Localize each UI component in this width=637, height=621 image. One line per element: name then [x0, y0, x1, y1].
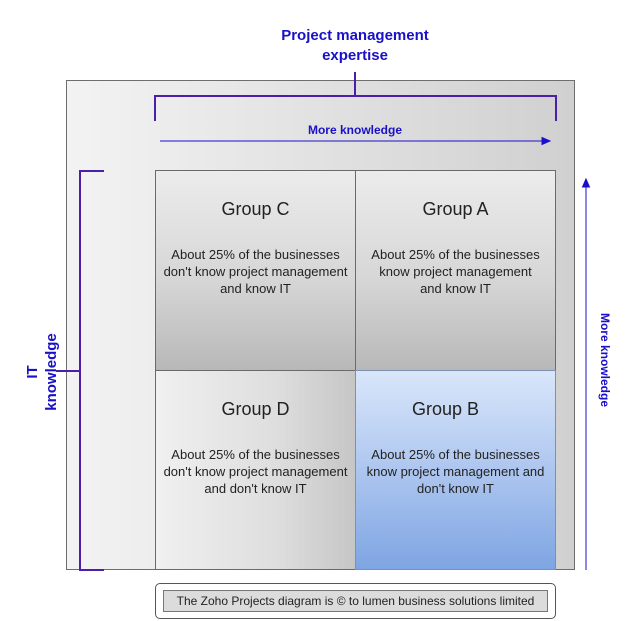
quadrant-title: Group D: [221, 399, 290, 419]
quadrant-title: Group C: [221, 199, 290, 219]
quadrant-description: About 25% of the businesses don't know p…: [163, 247, 348, 296]
quadrant-group-a: Group A About 25% of the businesses know…: [355, 170, 556, 371]
quadrant-title: Group A: [422, 199, 489, 219]
right-knowledge-arrow: [581, 177, 591, 570]
left-bracket: [56, 170, 104, 571]
copyright-box: The Zoho Projects diagram is © to lumen …: [155, 583, 556, 619]
quadrant-description: About 25% of the businesses know project…: [371, 247, 540, 296]
left-axis-title-line1: IT: [24, 365, 41, 379]
copyright-text: The Zoho Projects diagram is © to lumen …: [163, 590, 548, 612]
top-knowledge-arrow: [160, 136, 552, 146]
top-axis-title-line2: expertise: [322, 47, 388, 64]
quadrant-group-b: Group B About 25% of the businesses know…: [355, 370, 556, 570]
quadrant-group-c: Group C About 25% of the businesses don'…: [155, 170, 356, 371]
top-arrow-label: More knowledge: [307, 123, 402, 137]
quadrant-description: About 25% of the businesses don't know p…: [163, 447, 348, 496]
right-arrow-label: More knowledge: [598, 312, 612, 407]
quadrant-group-d: Group D About 25% of the businesses don'…: [155, 370, 356, 570]
quadrant-description: About 25% of the businesses know project…: [366, 447, 545, 496]
quadrant-title: Group B: [411, 399, 480, 419]
top-bracket: [154, 72, 557, 121]
top-axis-title-line1: Project management: [281, 27, 429, 44]
left-axis-title: IT knowledge: [23, 292, 61, 452]
left-axis-title-line2: knowledge: [43, 333, 60, 411]
top-axis-title: Project management expertise: [255, 26, 455, 66]
